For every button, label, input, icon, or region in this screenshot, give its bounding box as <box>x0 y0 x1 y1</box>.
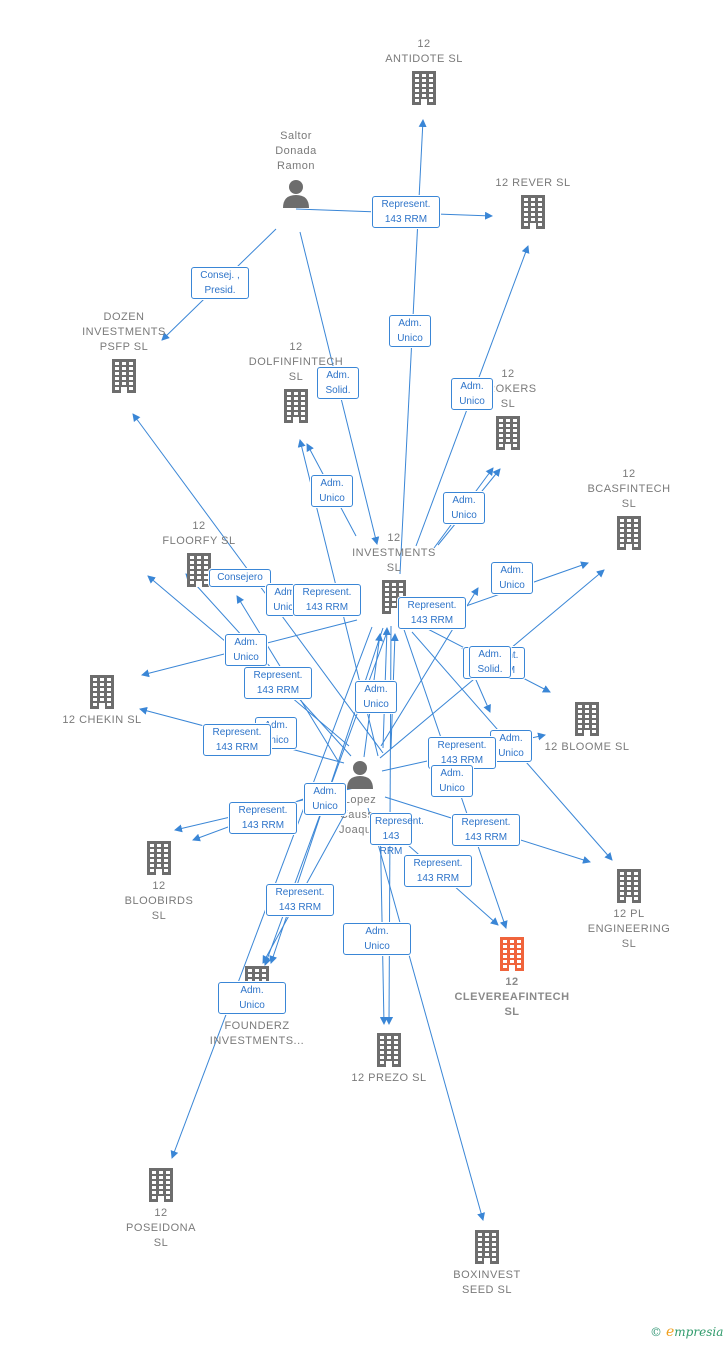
person-icon <box>221 178 371 208</box>
edge-label-l28[interactable]: Represent. 143 RRM <box>266 884 334 916</box>
node-poseidona[interactable]: 12 POSEIDONA SL <box>86 1168 236 1251</box>
relationship-edge <box>185 573 352 757</box>
node-prezo[interactable]: 12 PREZO SL <box>314 1033 464 1086</box>
edge-label-l7[interactable]: Adm. Unico <box>443 492 485 524</box>
node-bcas[interactable]: 12 BCASFINTECH SL <box>554 467 704 550</box>
node-label: 12 CLEVEREAFINTECH SL <box>454 976 570 1018</box>
node-label: 12 DOLFINFINTECH SL <box>248 341 344 383</box>
node-label: BOXINVEST SEED SL <box>453 1269 521 1296</box>
building-icon <box>412 1230 562 1264</box>
node-label: 12 PL ENGINEERING SL <box>587 908 671 950</box>
copyright-symbol: © <box>650 1325 662 1339</box>
building-icon <box>554 516 704 550</box>
building-icon <box>349 71 499 105</box>
edge-label-l4[interactable]: Adm. Solid. <box>317 367 359 399</box>
node-saltor[interactable]: Saltor Donada Ramon <box>221 129 371 208</box>
relationship-edge <box>399 119 427 575</box>
node-bloome[interactable]: 12 BLOOME SL <box>512 702 662 755</box>
node-label: 12 INVESTMENTS SL <box>352 532 436 574</box>
node-chekin[interactable]: 12 CHEKIN SL <box>27 675 177 728</box>
node-label: 12 BROKERS SL <box>479 368 537 410</box>
building-icon <box>27 675 177 709</box>
node-label: 12 CHEKIN SL <box>62 714 142 726</box>
edge-label-l11[interactable]: Represent. 143 RRM <box>398 597 466 629</box>
node-label: 12 PREZO SL <box>351 1072 427 1084</box>
node-brokers[interactable]: 12 BROKERS SL <box>433 367 583 450</box>
edge-label-l27[interactable]: Represent. 143 RRM <box>404 855 472 887</box>
building-icon <box>554 869 704 903</box>
edge-label-l23[interactable]: Adm. Unico <box>304 783 346 815</box>
edge-label-l17[interactable]: Adm. Unico <box>355 681 397 713</box>
node-bloobirds[interactable]: 12 BLOOBIRDS SL <box>84 841 234 924</box>
edge-label-l1[interactable]: Represent. 143 RRM <box>372 196 440 228</box>
edge-label-l15[interactable]: Adm. Solid. <box>469 646 511 678</box>
node-label: 12 BCASFINTECH SL <box>587 468 671 510</box>
node-pl[interactable]: 12 PL ENGINEERING SL <box>554 869 704 952</box>
node-dozen[interactable]: DOZEN INVESTMENTS PSFP SL <box>49 310 199 393</box>
building-icon <box>49 359 199 393</box>
building-icon <box>433 416 583 450</box>
edge-label-l10[interactable]: Represent. 143 RRM <box>293 584 361 616</box>
node-investments[interactable]: 12 INVESTMENTS SL <box>319 531 469 614</box>
edge-label-l25[interactable]: Represent. 143 RRM <box>370 813 424 857</box>
edge-label-l2[interactable]: Consej. , Presid. <box>191 267 249 299</box>
edge-label-l20[interactable]: Adm. Unico <box>490 730 532 762</box>
building-icon <box>319 580 469 614</box>
node-label: 12 POSEIDONA SL <box>126 1207 196 1249</box>
brand-initial: e <box>666 1324 675 1340</box>
node-label: 12 FLOORFY SL <box>162 520 236 547</box>
brand-name: mpresia <box>674 1325 724 1339</box>
node-lopez[interactable]: Lopez Causse Joaquin <box>285 759 435 838</box>
edge-label-l26[interactable]: Represent. 143 RRM <box>452 814 520 846</box>
edge-label-l30[interactable]: Adm. Unico <box>218 982 286 1014</box>
building-icon <box>512 702 662 736</box>
edge-label-l21[interactable]: Represent. 143 RRM <box>428 737 496 769</box>
node-antidote[interactable]: 12 ANTIDOTE SL <box>349 37 499 105</box>
building-icon <box>437 937 587 971</box>
building-icon <box>84 841 234 875</box>
person-icon <box>285 759 435 789</box>
edge-label-l19[interactable]: Represent. 143 RRM <box>203 724 271 756</box>
relationship-edge <box>379 814 388 1025</box>
node-label: 12 REVER SL <box>495 177 571 189</box>
edge-label-l24[interactable]: Represent. 143 RRM <box>229 802 297 834</box>
building-icon <box>124 553 274 587</box>
node-label: 12 ANTIDOTE SL <box>385 38 463 65</box>
node-label: 12 BLOOBIRDS SL <box>124 880 194 922</box>
building-icon <box>314 1033 464 1067</box>
building-icon <box>221 389 371 423</box>
relationship-edge <box>367 807 485 1221</box>
edge-label-l12[interactable]: Adm. Unico <box>491 562 533 594</box>
edge-label-l16[interactable]: Represent. 143 RRM <box>244 667 312 699</box>
node-rever[interactable]: 12 REVER SL <box>458 176 608 229</box>
node-floorfy[interactable]: 12 FLOORFY SL <box>124 519 274 587</box>
node-boxinvest[interactable]: BOXINVEST SEED SL <box>412 1230 562 1298</box>
brand-watermark: © empresia <box>650 1324 723 1340</box>
edge-label-l3[interactable]: Adm. Unico <box>389 315 431 347</box>
node-clevere[interactable]: 12 CLEVEREAFINTECH SL <box>437 937 587 1020</box>
building-icon <box>458 195 608 229</box>
node-label: DOZEN INVESTMENTS PSFP SL <box>82 311 166 353</box>
building-icon <box>86 1168 236 1202</box>
edge-label-l22[interactable]: Adm. Unico <box>431 765 473 797</box>
edge-label-l29[interactable]: Adm. Unico <box>343 923 411 955</box>
edge-label-l13[interactable]: Adm. Unico <box>225 634 267 666</box>
node-label: 12 BLOOME SL <box>544 741 630 753</box>
edge-label-l5[interactable]: Adm. Unico <box>451 378 493 410</box>
node-dolfin[interactable]: 12 DOLFINFINTECH SL <box>221 340 371 423</box>
node-label: Saltor Donada Ramon <box>275 130 317 172</box>
edge-label-l6[interactable]: Adm. Unico <box>311 475 353 507</box>
edge-label-l8[interactable]: Consejero <box>209 569 271 587</box>
